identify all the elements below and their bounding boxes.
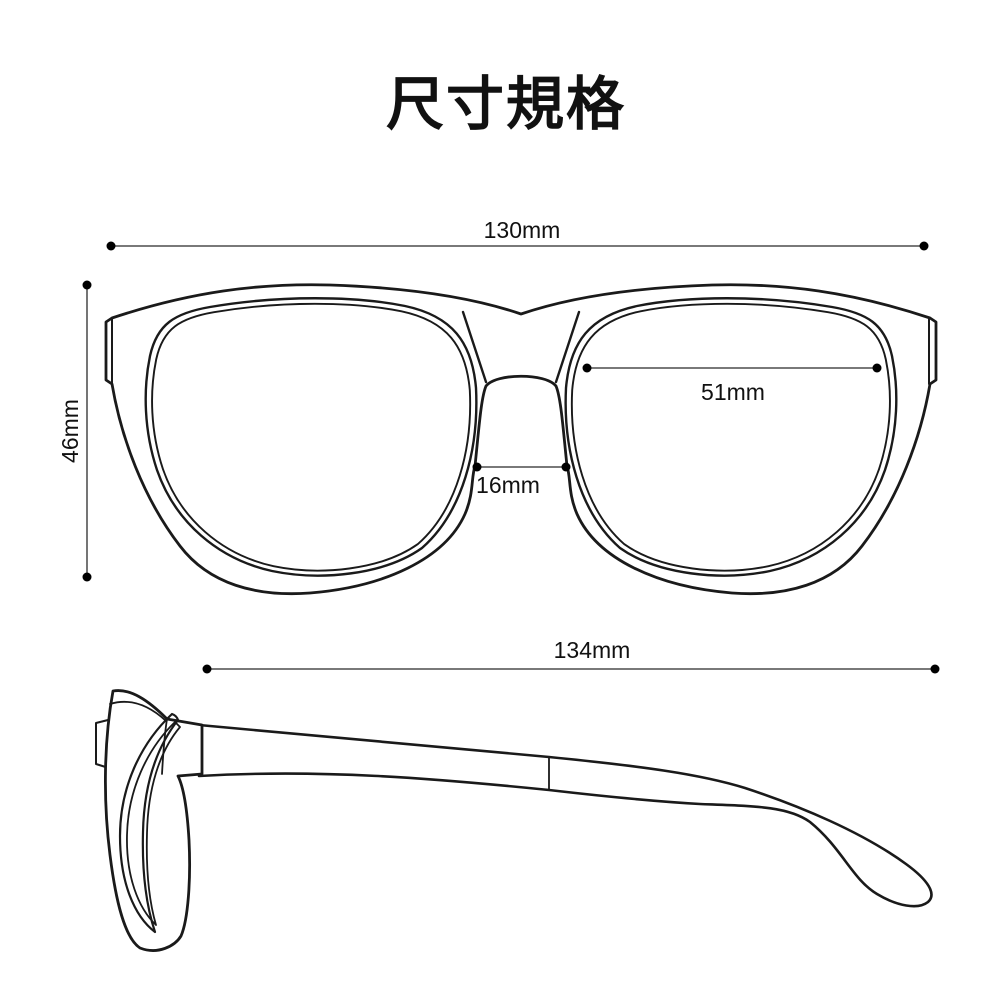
dim-temple-length-label: 134mm [554, 637, 631, 663]
dim-bridge-width: 16mm [472, 462, 571, 498]
dim-lens-width: 51mm [582, 363, 882, 405]
dim-total-width-label: 130mm [484, 217, 561, 243]
right-lens-inner-ring [570, 302, 891, 572]
side-lens-inner [126, 721, 181, 926]
dim-total-width: 130mm [106, 217, 929, 251]
dim-lens-width-label: 51mm [701, 379, 765, 405]
side-temple-arm [197, 723, 933, 908]
left-lens [144, 297, 478, 577]
dim-dot [561, 462, 571, 472]
dim-dot [82, 280, 92, 290]
dim-height-label: 46mm [57, 399, 83, 463]
dim-dot [202, 664, 212, 674]
left-lens-outer-ring [144, 297, 478, 577]
side-lens-outer [118, 712, 180, 934]
dim-dot [82, 572, 92, 582]
bridge-left-line [461, 310, 488, 384]
dim-dot [872, 363, 882, 373]
dim-dot [472, 462, 482, 472]
left-lens-inner-ring [151, 302, 472, 572]
page-title: 尺寸規格 [386, 72, 626, 137]
side-rim-outline [104, 689, 204, 952]
right-lens [564, 297, 898, 577]
bridge-right-line [554, 310, 581, 384]
dim-dot [106, 241, 116, 251]
dim-temple-length: 134mm [202, 637, 940, 674]
right-lens-outer-ring [564, 297, 898, 577]
dim-height: 46mm [57, 280, 92, 582]
dim-bridge-width-label: 16mm [476, 472, 540, 498]
front-view-drawing [104, 283, 938, 596]
front-frame-outline [104, 283, 938, 596]
dim-dot [582, 363, 592, 373]
side-hinge-line [161, 718, 168, 775]
dim-dot [919, 241, 929, 251]
side-view-drawing [95, 689, 933, 952]
dim-dot [930, 664, 940, 674]
side-browline-line [109, 700, 167, 722]
